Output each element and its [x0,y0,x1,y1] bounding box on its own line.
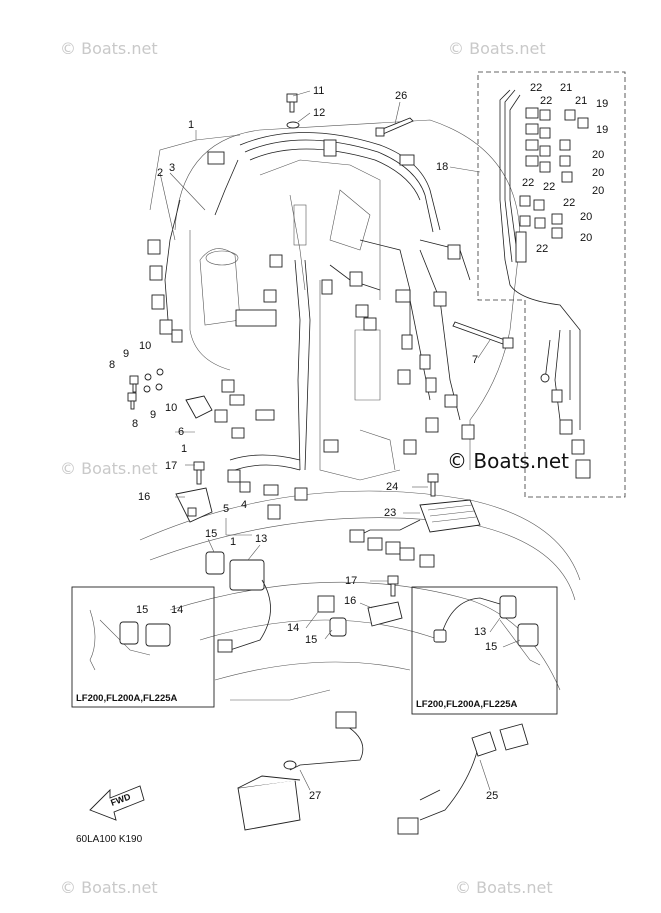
watermark-top-right: © Boats.net [448,39,546,58]
callout-22-b: 22 [540,95,552,107]
callout-2: 2 [157,167,163,179]
callout-22-c: 22 [522,177,534,189]
bolt-8-upper [129,375,139,393]
inset-grommet-15 [119,621,139,645]
callout-22-a: 22 [530,82,542,94]
grommet-15-right [329,617,347,637]
callout-13-main: 13 [255,533,267,545]
callout-21-b: 21 [575,95,587,107]
rectifier-14-main [317,595,335,613]
grommet-10-upper [156,368,164,376]
grommet-10-block [185,395,213,419]
callout-6: 6 [178,426,184,438]
watermark-top-left: © Boats.net [60,39,158,58]
cable-tie-7 [452,321,514,349]
callout-16-left: 16 [138,491,150,503]
callout-8-bottom: 8 [132,418,138,430]
watermark-bottom-right: © Boats.net [455,878,553,897]
inset-left-caption: LF200,FL200A,FL225A [76,693,178,704]
inset-left [71,586,215,708]
bolt-11 [286,93,298,113]
callout-20-e: 20 [580,232,592,244]
inset-right-parts [433,595,541,666]
option-harness [499,89,591,479]
callout-10-bottom: 10 [165,402,177,414]
callout-20-d: 20 [580,211,592,223]
leader-lines [149,90,521,791]
diagram-code: 60LA100 K190 [76,834,143,845]
main-wire-harness [147,132,475,520]
callout-21-a: 21 [560,82,572,94]
watermark-bottom-left: © Boats.net [60,878,158,897]
callout-17-left: 17 [165,460,177,472]
bolt-17-left [193,461,205,485]
callout-15-right: 15 [305,634,317,646]
bolt-24 [427,473,439,497]
callout-23: 23 [384,507,396,519]
callout-22-e: 22 [563,197,575,209]
callout-20-c: 20 [592,185,604,197]
inset-grommet-15-right [517,623,539,647]
callout-13-inset-right: 13 [474,626,486,638]
callout-22-d: 22 [543,181,555,193]
forward-arrow-icon: FWD [89,785,145,821]
callout-15-inset-right: 15 [485,641,497,653]
battery-lead-27 [237,711,364,831]
callout-1-top: 1 [188,119,194,131]
bolt-17-right [387,575,399,597]
inset-left-parts [89,609,171,671]
callout-20-a: 20 [592,149,604,161]
callout-17-right: 17 [345,575,357,587]
callout-15-main: 15 [205,528,217,540]
callout-7: 7 [472,354,478,366]
grommet-10-lower [155,383,163,391]
callout-1-bottom: 1 [230,536,236,548]
callout-14-main: 14 [287,622,299,634]
washer-9-upper [144,373,152,381]
callout-16-right: 16 [344,595,356,607]
callout-12: 12 [313,107,325,119]
callout-1-mid: 1 [181,443,187,455]
inset-rectifier-14 [145,623,171,647]
callout-9-bottom: 9 [150,409,156,421]
callout-26: 26 [395,90,407,102]
cable-25 [397,723,529,835]
regulator-23 [349,499,481,568]
callout-18: 18 [436,161,448,173]
callout-10-top: 10 [139,340,151,352]
callout-3: 3 [169,162,175,174]
bracket-16-right [367,601,403,627]
bracket-16-left [175,487,213,523]
washer-9-lower [143,385,151,393]
grommet-15-main [205,551,225,575]
inset-right [411,586,558,715]
callout-11: 11 [313,85,324,97]
callout-19-a: 19 [596,98,608,110]
callout-14-inset-left: 14 [171,604,183,616]
cable-tie-26 [375,117,414,137]
callout-19-b: 19 [596,124,608,136]
callout-9-top: 9 [123,348,129,360]
callout-8-top: 8 [109,359,115,371]
watermark-mid-left: © Boats.net [60,459,158,478]
callout-20-b: 20 [592,167,604,179]
callout-24: 24 [386,481,398,493]
callouts: 1 2 3 11 12 26 18 22 21 19 22 21 19 20 2… [109,82,608,802]
callout-4: 4 [241,499,247,511]
option-harness-box [477,71,626,498]
washer-12 [286,121,300,129]
bolt-8-lower [127,392,137,410]
callout-5: 5 [223,503,229,515]
inset-right-caption: LF200,FL200A,FL225A [416,699,518,710]
callout-15-inset-left: 15 [136,604,148,616]
callout-22-f: 22 [536,243,548,255]
callout-25: 25 [486,790,498,802]
inset-rectifier-13 [499,595,517,619]
watermark-center: © Boats.net [447,449,569,473]
callout-27: 27 [309,790,321,802]
rectifier-13-main [217,559,271,653]
